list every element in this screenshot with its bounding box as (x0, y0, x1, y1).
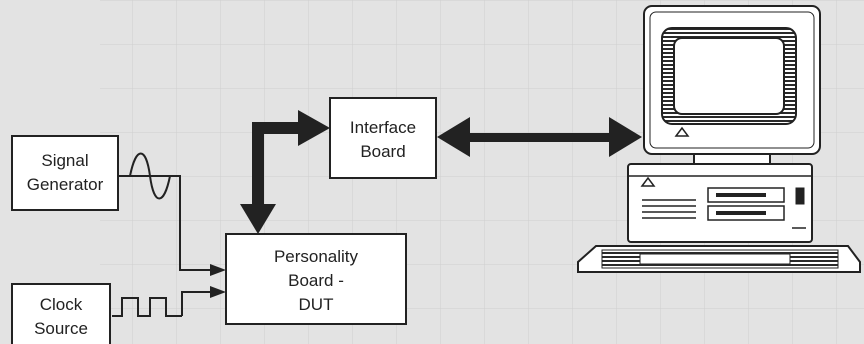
interface-board-label-2: Board (360, 142, 405, 161)
signal-generator-label-1: Signal (41, 151, 88, 170)
system-unit-icon (627, 163, 813, 243)
signal-arrowhead (210, 264, 226, 276)
power-button (795, 187, 805, 205)
interface-personality-arrow (240, 110, 330, 234)
personality-board-label-1: Personality (274, 247, 359, 266)
clock-wire (181, 291, 222, 316)
signal-generator-box: Signal Generator (11, 135, 119, 211)
square-wave-icon (112, 297, 182, 317)
interface-computer-arrow (437, 117, 642, 157)
clock-source-label-1: Clock (40, 295, 83, 314)
personality-board-label-3: DUT (299, 295, 334, 314)
interface-board-box: Interface Board (329, 97, 437, 179)
clock-arrowhead (210, 286, 226, 298)
signal-generator-label-2: Generator (27, 175, 104, 194)
clock-source-box: Clock Source (11, 283, 111, 344)
clock-source-label-2: Source (34, 319, 88, 338)
personality-board-label-2: Board - (288, 271, 344, 290)
computer-icon (577, 5, 861, 273)
sine-wave-icon (129, 152, 171, 200)
personality-board-box: Personality Board - DUT (225, 233, 407, 325)
interface-board-label-1: Interface (350, 118, 416, 137)
